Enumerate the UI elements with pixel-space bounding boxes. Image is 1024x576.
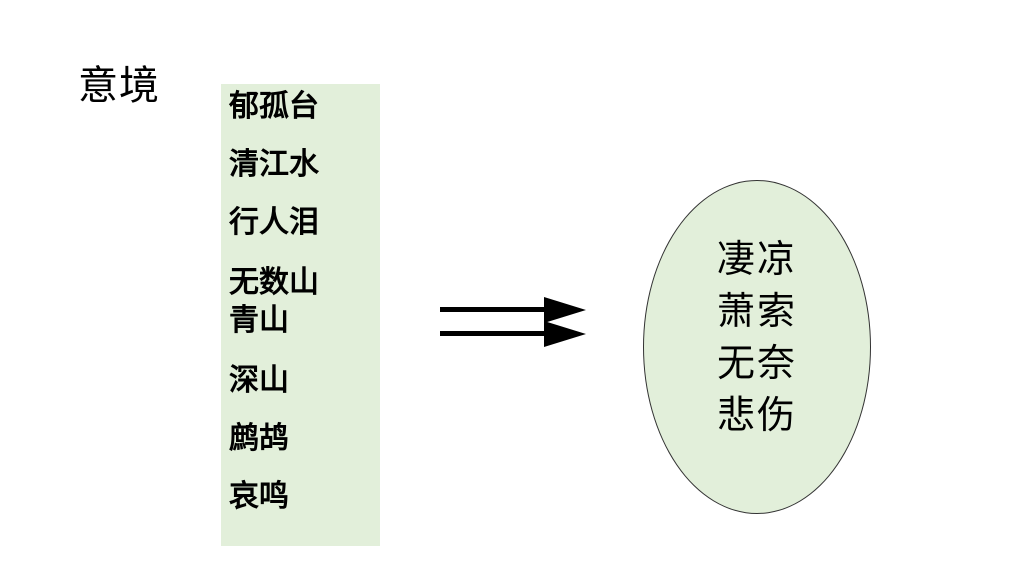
imagery-item: 清江水 [229,147,319,182]
mood-word: 凄凉 [716,237,797,281]
imagery-item: 鹧鸪 [229,421,289,456]
mood-word: 悲伤 [716,393,797,437]
mood-list: 凄凉 萧索 无奈 悲伤 [644,233,870,441]
mood-word: 萧索 [716,289,797,333]
imagery-item: 无数山 [229,265,319,300]
double-arrow-right-icon [440,297,586,347]
imagery-item: 深山 [229,363,289,398]
imagery-item: 郁孤台 [229,89,319,124]
imagery-item: 行人泪 [229,205,319,240]
imagery-item: 青山 [229,303,289,338]
mood-ellipse: 凄凉 萧索 无奈 悲伤 [643,180,871,514]
mood-word: 无奈 [716,341,797,385]
slide-title: 意境 [78,63,160,109]
imagery-list-box: 郁孤台 清江水 行人泪 无数山 青山 深山 鹧鸪 哀鸣 [221,84,380,546]
imagery-item: 哀鸣 [229,479,289,514]
